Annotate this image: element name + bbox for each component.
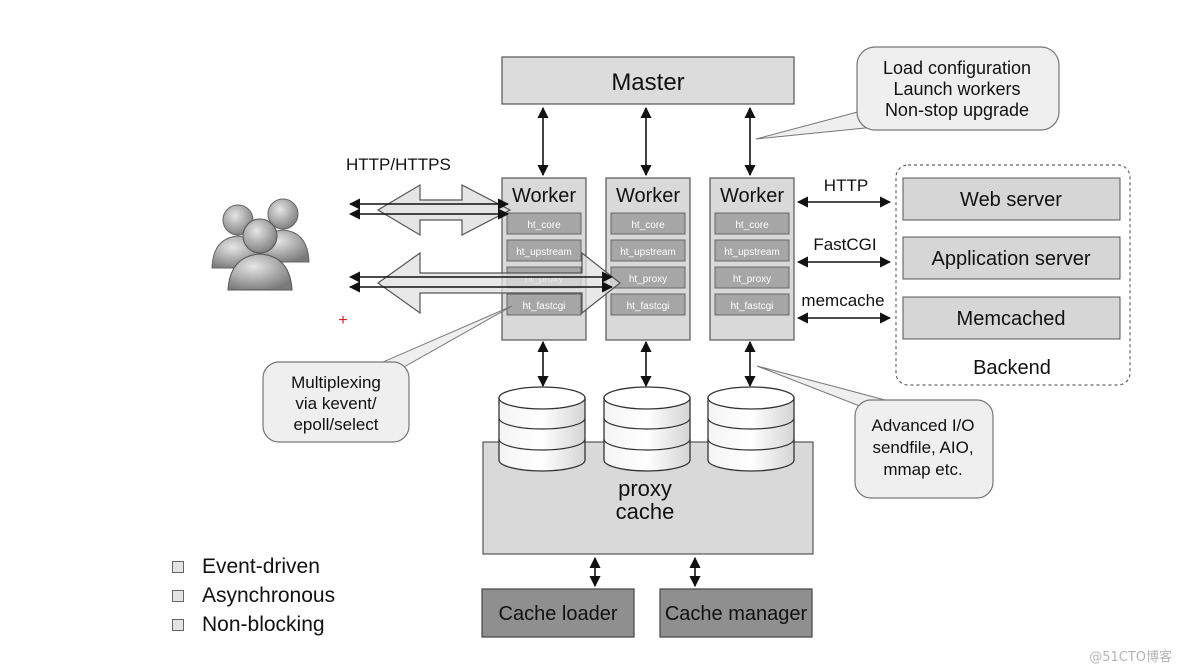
feature-list: Event-driven Asynchronous Non-blocking (172, 552, 335, 639)
worker-box: Worker ht_core ht_upstream ht_proxy ht_fastc… (605, 177, 691, 341)
database-disk-icon (603, 386, 691, 472)
client-protocol-label: HTTP/HTTPS (346, 155, 451, 174)
backend-group: Web server Application server Memcached … (895, 164, 1131, 386)
feature-item: Non-blocking (172, 610, 335, 639)
worker-box: Workerht_coreht_upstreamht_proxyht_fastc… (501, 177, 587, 341)
workers-group: Worker ht_core ht_upstream ht_proxy ht_fastc… (501, 177, 795, 341)
worker-title: Worker (512, 185, 576, 207)
module-label: ht_proxy (733, 274, 771, 285)
proxy-cache-label: proxy (618, 476, 672, 501)
cache-processes: Cache loader Cache manager (481, 556, 813, 638)
cache-loader-box (481, 588, 635, 638)
backend-links: HTTP FastCGI memcache (796, 176, 892, 324)
module-label: ht_upstream (620, 247, 676, 258)
module-label: ht_fastcgi (731, 301, 774, 312)
backend-server-box (902, 236, 1121, 280)
proxy-cache-label: cache (616, 499, 675, 524)
module-box (610, 239, 686, 262)
module-box (506, 212, 582, 235)
multiplex-callout-line: via kevent/ (295, 394, 377, 413)
backend-label: Backend (973, 357, 1051, 379)
master-callout-line: Non-stop upgrade (885, 100, 1029, 120)
watermark: @51CTO博客 (1089, 650, 1172, 665)
io-callout-line: sendfile, AIO, (872, 438, 973, 457)
advanced-io-callout: Advanced I/O sendfile, AIO, mmap etc. (756, 365, 994, 499)
backend-server-label: Memcached (957, 308, 1066, 330)
cache-manager-label: Cache manager (665, 603, 808, 625)
feature-label: Event-driven (202, 554, 320, 578)
worker-title: Worker (616, 185, 680, 207)
master-callout: Load configuration Launch workers Non-st… (755, 46, 1060, 140)
module-box (610, 212, 686, 235)
red-plus-marker: + (338, 312, 347, 329)
module-label: ht_upstream (516, 247, 572, 258)
master-callout-line: Load configuration (883, 58, 1031, 78)
io-callout-line: mmap etc. (883, 460, 962, 479)
backend-server-label: Application server (932, 248, 1091, 270)
client-traffic-arrows (348, 183, 621, 315)
module-box (506, 293, 582, 316)
cache-manager-box (659, 588, 813, 638)
module-box (610, 293, 686, 316)
worker-storage-arrows (537, 340, 756, 388)
bullet-square-icon (172, 618, 184, 631)
backend-server-box (902, 296, 1121, 340)
bullet-square-icon (172, 560, 184, 573)
database-disk-icon (707, 386, 795, 472)
users-icon (211, 198, 310, 291)
module-label: ht_core (631, 220, 665, 231)
backend-server-label: Web server (960, 189, 1062, 211)
module-label: ht_upstream (724, 247, 780, 258)
backend-protocol-label: HTTP (824, 176, 868, 195)
multiplex-callout-line: Multiplexing (291, 373, 381, 392)
module-label: ht_fastcgi (523, 301, 566, 312)
backend-protocol-label: memcache (801, 291, 884, 310)
module-box (714, 266, 790, 289)
module-label: ht_proxy (629, 274, 667, 285)
module-box (506, 239, 582, 262)
feature-label: Asynchronous (202, 583, 336, 607)
module-box (714, 239, 790, 262)
backend-server-box (902, 177, 1121, 221)
module-label: ht_core (735, 220, 769, 231)
master-callout-line: Launch workers (893, 79, 1020, 99)
master-box: Master (501, 56, 795, 105)
feature-item: Event-driven (172, 552, 335, 581)
database-disk-icon (498, 386, 586, 472)
cache-loader-label: Cache loader (499, 603, 618, 625)
multiplex-callout-line: epoll/select (293, 415, 378, 434)
io-callout-line: Advanced I/O (871, 416, 974, 435)
worker-title: Worker (720, 185, 784, 207)
multiplexing-callout: Multiplexing via kevent/ epoll/select (262, 305, 513, 443)
bullet-square-icon (172, 589, 184, 602)
feature-item: Asynchronous (172, 581, 335, 610)
worker-box: Worker ht_core ht_upstream ht_proxy ht_fastc… (709, 177, 795, 341)
feature-label: Non-blocking (202, 612, 325, 636)
storage-disks (498, 386, 795, 472)
module-label: ht_core (527, 220, 561, 231)
module-box (714, 293, 790, 316)
backend-protocol-label: FastCGI (813, 235, 876, 254)
master-worker-arrows (537, 106, 756, 177)
module-label: ht_fastcgi (627, 301, 670, 312)
module-box (714, 212, 790, 235)
master-label: Master (611, 69, 684, 96)
